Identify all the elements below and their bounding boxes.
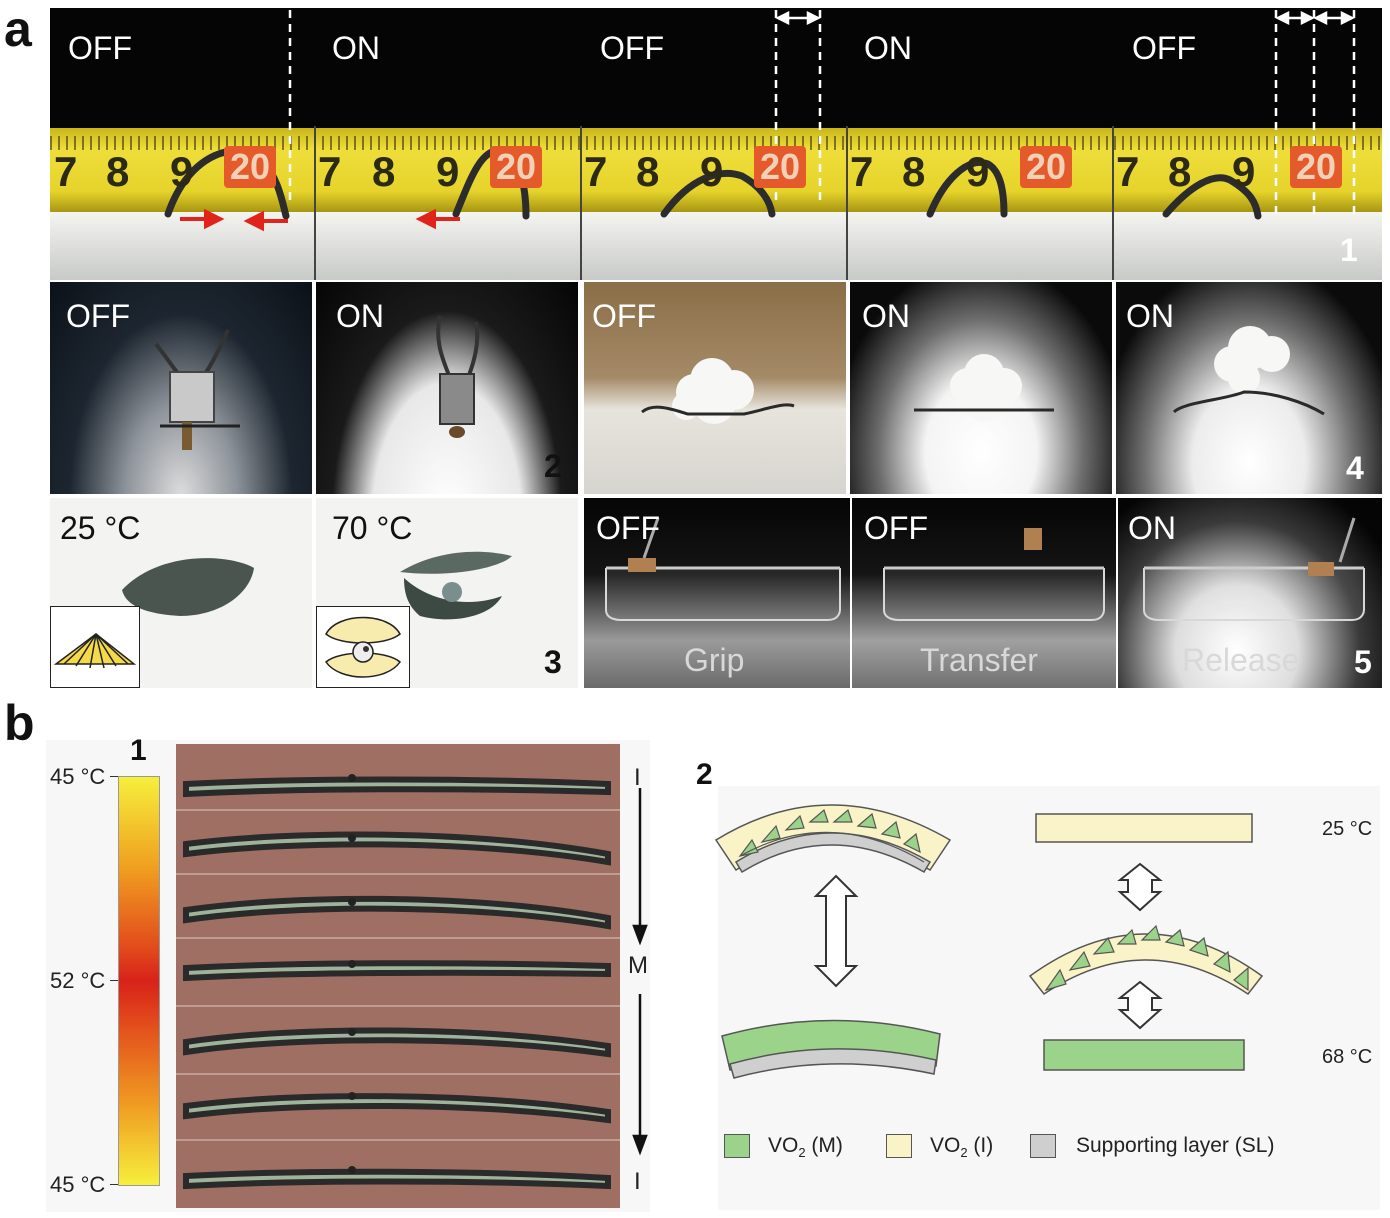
row1-label: OFF — [600, 30, 664, 66]
row3-label: OFF — [596, 510, 660, 546]
row3-label: 25 °C — [60, 510, 141, 546]
ruler-number-red: 20 — [1020, 146, 1073, 188]
legend-swatch-vo2-i — [886, 1134, 912, 1158]
legend-text: VO — [768, 1134, 799, 1157]
ruler-number: 7 — [1116, 148, 1140, 195]
frame-divider — [580, 126, 582, 280]
row3-index: 3 — [544, 644, 562, 680]
row3-frame — [584, 498, 850, 688]
scale-tick — [110, 776, 118, 777]
row1-label: ON — [864, 30, 912, 66]
legend-swatch-vo2-m — [724, 1134, 750, 1158]
ruler-number: 8 — [372, 148, 396, 195]
scale-label: 52 °C — [50, 968, 106, 993]
ruler-number: 9 — [436, 148, 460, 195]
legend-subscript: 2 — [798, 1145, 806, 1161]
ruler-number: 7 — [318, 148, 342, 195]
ruler-number: 7 — [850, 148, 874, 195]
scale-label: 45 °C — [50, 764, 106, 789]
panel-a-letter: a — [4, 1, 32, 57]
frame-divider — [846, 126, 848, 280]
row3-right-index: 5 — [1354, 644, 1372, 680]
row3-label: ON — [1128, 510, 1176, 546]
ruler-number: 8 — [106, 148, 130, 195]
temperature-scale-bar — [118, 776, 160, 1186]
row3-label: OFF — [864, 510, 928, 546]
legend-swatch-support — [1030, 1134, 1056, 1158]
ruler-number-red: 20 — [490, 146, 543, 188]
ruler-number: 9 — [170, 148, 194, 195]
temp-label: 68 °C — [1322, 1046, 1373, 1068]
ruler-number: 7 — [54, 148, 78, 195]
row2-label: OFF — [66, 298, 130, 334]
legend-text: (M) — [805, 1134, 843, 1157]
b2-schematic — [714, 804, 1264, 1079]
ruler-number-red: 20 — [224, 146, 277, 188]
legend-label-support: Supporting layer (SL) — [1076, 1134, 1275, 1157]
row2-label: ON — [862, 298, 910, 334]
row3-frame — [1118, 498, 1382, 688]
row1-index: 1 — [1340, 232, 1358, 268]
micrograph-beams — [176, 774, 620, 1190]
temp-label: 25 °C — [1322, 818, 1373, 840]
row3-containers — [605, 517, 1365, 621]
row1-guides — [164, 10, 1356, 232]
phase-arrows — [632, 788, 648, 1156]
row3-caption: Grip — [684, 642, 745, 678]
ruler-number-red: 20 — [1290, 146, 1343, 188]
row3-label: 70 °C — [332, 510, 413, 546]
legend-text: VO — [930, 1134, 961, 1157]
row3-caption: Release — [1182, 642, 1300, 678]
row2-label: ON — [1126, 298, 1174, 334]
phase-label-m: M — [628, 952, 648, 979]
clam-icon — [324, 616, 402, 678]
b1-index: 1 — [130, 734, 147, 767]
ruler-number: 8 — [636, 148, 660, 195]
ruler-number: 8 — [902, 148, 926, 195]
ruler-number-red: 20 — [754, 146, 807, 188]
legend-label-vo2-i: VO2 (I) — [930, 1134, 993, 1160]
legend-subscript: 2 — [960, 1145, 968, 1161]
row3-frame — [852, 498, 1116, 688]
legend-label-vo2-m: VO2 (M) — [768, 1134, 843, 1160]
row1-label: ON — [332, 30, 380, 66]
row2-cotton — [641, 326, 1325, 424]
row3-shells — [122, 551, 512, 620]
ruler-number: 9 — [700, 148, 724, 195]
row2-label: OFF — [592, 298, 656, 334]
row1-strip — [50, 8, 1382, 280]
ruler-number: 7 — [584, 148, 608, 195]
frame-divider — [314, 126, 316, 280]
frame-divider — [1112, 126, 1114, 280]
legend-text: (I) — [967, 1134, 994, 1157]
scale-tick — [110, 1184, 118, 1185]
panel-b-letter: b — [4, 695, 35, 751]
row2-index: 2 — [544, 448, 562, 484]
row2-label: ON — [336, 298, 384, 334]
scale-tick — [110, 980, 118, 981]
phase-label-i: I — [634, 1168, 641, 1195]
row1-label: OFF — [68, 30, 132, 66]
row1-label: OFF — [1132, 30, 1196, 66]
ruler-number: 9 — [1232, 148, 1256, 195]
phase-label-i: I — [634, 764, 641, 791]
ruler-number: 8 — [1168, 148, 1192, 195]
row2-right-index: 4 — [1346, 450, 1364, 486]
fan-icon — [53, 633, 137, 669]
row3-caption: Transfer — [920, 642, 1038, 678]
ruler-number: 9 — [966, 148, 990, 195]
scale-label: 45 °C — [50, 1172, 106, 1197]
row2-gripper — [154, 315, 480, 450]
b2-index: 2 — [696, 758, 713, 791]
